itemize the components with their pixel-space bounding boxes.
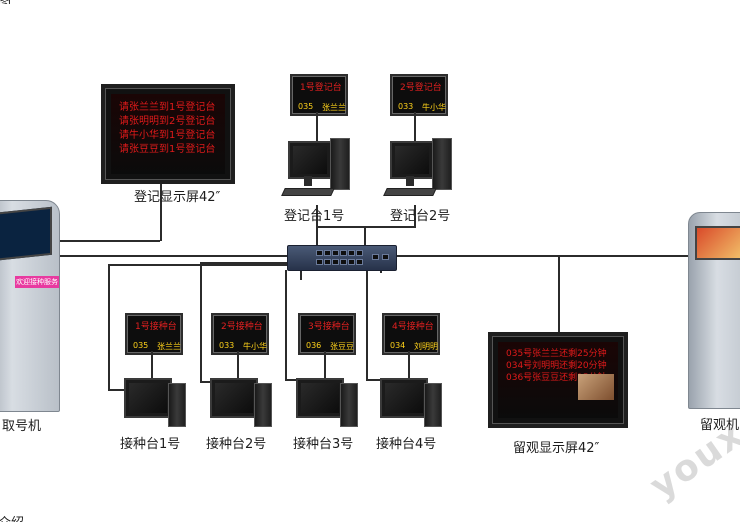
led-title: 1号接种台 — [135, 322, 177, 332]
queue-line-4: 请张豆豆到1号登记台 — [119, 144, 216, 155]
desk-label: 接种台1号 — [120, 437, 181, 452]
led-name: 牛小华 — [243, 342, 267, 351]
pc-tower-icon — [432, 138, 452, 190]
desk-label: 接种台3号 — [293, 437, 354, 452]
monitor-icon — [296, 378, 344, 418]
keyboard-icon — [383, 188, 437, 196]
led-name: 刘明明 — [414, 342, 438, 351]
led-number: 033 — [219, 341, 235, 350]
kiosk-screen — [0, 206, 52, 262]
monitor-icon — [288, 141, 332, 179]
monitor-icon — [380, 378, 428, 418]
queue-line-2: 请张明明到2号登记台 — [119, 116, 216, 127]
led-number: 034 — [390, 341, 406, 350]
kiosk-screen — [695, 226, 740, 260]
observation-kiosk-label: 留观机 — [700, 418, 740, 433]
desk-led-board: 4号接种台 034 刘明明 — [382, 313, 440, 355]
monitor-icon — [390, 141, 434, 179]
observation-display-label: 留观显示屏42″ — [513, 441, 600, 456]
pc-tower-icon — [254, 383, 272, 427]
desk-led-board: 2号登记台 033 牛小华 — [390, 74, 448, 116]
registration-display: 请张兰兰到1号登记台 请张明明到2号登记台 请牛小华到1号登记台 请张豆豆到1号… — [101, 84, 235, 184]
observation-display: 035号张兰兰还剩25分钟 034号刘明明还剩20分钟 036号张豆豆还剩15分… — [488, 332, 628, 428]
watermark: youx — [642, 413, 740, 508]
desk-label: 接种台4号 — [376, 437, 437, 452]
monitor-icon — [124, 378, 172, 418]
desk-led-board: 3号接种台 036 张豆豆 — [298, 313, 356, 355]
queue-line-1: 请张兰兰到1号登记台 — [119, 102, 216, 113]
network-switch-icon — [287, 245, 397, 271]
desk-label: 登记台2号 — [390, 209, 451, 224]
advert-photo — [578, 374, 614, 400]
led-name: 张兰兰 — [322, 103, 346, 112]
led-title: 1号登记台 — [300, 83, 342, 93]
desk-led-board: 1号登记台 035 张兰兰 — [290, 74, 348, 116]
footer-fragment: 介绍 — [0, 512, 24, 522]
led-number: 035 — [298, 102, 314, 111]
pc-tower-icon — [330, 138, 350, 190]
pc-tower-icon — [168, 383, 186, 427]
header-fragment: 图 — [0, 0, 11, 4]
led-name: 牛小华 — [422, 103, 446, 112]
led-title: 3号接种台 — [308, 322, 350, 332]
led-number: 036 — [306, 341, 322, 350]
pc-tower-icon — [424, 383, 442, 427]
monitor-icon — [210, 378, 258, 418]
observation-line-2: 034号刘明明还剩20分钟 — [506, 361, 607, 371]
led-title: 2号登记台 — [400, 83, 442, 93]
keyboard-icon — [281, 188, 335, 196]
ticket-kiosk-label: 取号机 — [2, 419, 42, 434]
desk-led-board: 2号接种台 033 牛小华 — [211, 313, 269, 355]
observation-line-1: 035号张兰兰还剩25分钟 — [506, 349, 607, 359]
pc-tower-icon — [340, 383, 358, 427]
led-name: 张兰兰 — [157, 342, 181, 351]
desk-led-board: 1号接种台 035 张兰兰 — [125, 313, 183, 355]
led-title: 2号接种台 — [221, 322, 263, 332]
observation-line-3: 036号张豆豆还剩15分钟 — [506, 373, 607, 383]
led-title: 4号接种台 — [392, 322, 434, 332]
desk-label: 登记台1号 — [284, 209, 345, 224]
registration-display-label: 登记显示屏42″ — [134, 190, 221, 205]
kiosk-sign: 欢迎接种服务 — [15, 276, 59, 288]
led-number: 035 — [133, 341, 149, 350]
queue-line-3: 请牛小华到1号登记台 — [119, 130, 216, 141]
led-name: 张豆豆 — [330, 342, 354, 351]
led-number: 033 — [398, 102, 414, 111]
desk-label: 接种台2号 — [206, 437, 267, 452]
